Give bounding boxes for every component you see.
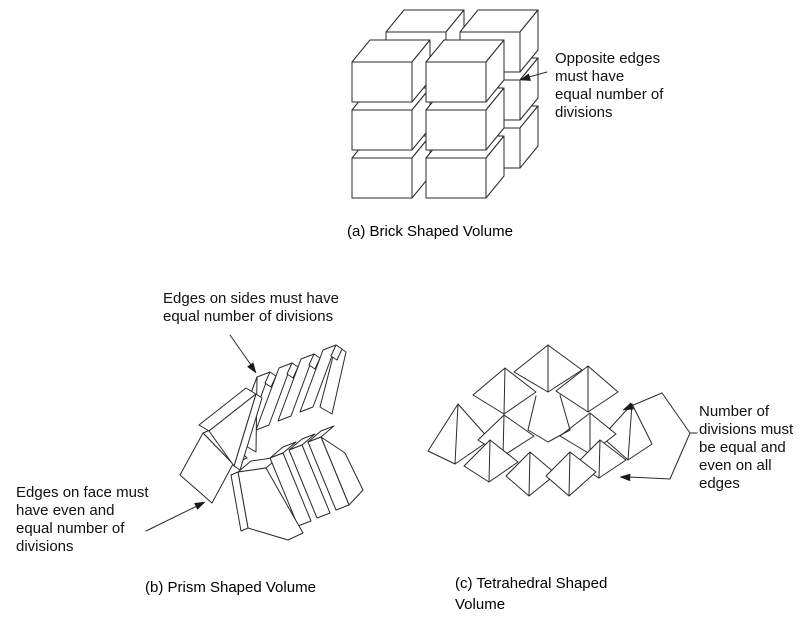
brick-annotation: Opposite edges must have equal number of…	[555, 50, 664, 121]
prism-face-annotation: Edges on face must have even and equal n…	[16, 484, 149, 555]
brick-box-face	[425, 109, 487, 151]
brick-box-face	[351, 61, 413, 103]
tetra-diagram	[427, 344, 698, 497]
arrow-up-right-icon	[194, 501, 206, 510]
arrow-left-icon	[622, 402, 634, 411]
tetra-annotation: Number of divisions must be equal and ev…	[699, 403, 794, 492]
prism-caption: (b) Prism Shaped Volume	[145, 579, 316, 596]
arrow-left-icon	[619, 473, 631, 482]
prism-face-arrow	[145, 501, 206, 532]
prism-sides-arrow	[229, 334, 257, 374]
brick-caption: (a) Brick Shaped Volume	[347, 223, 513, 240]
arrow-down-right-icon	[246, 362, 257, 374]
brick-box-face	[425, 61, 487, 103]
brick-box-face	[425, 157, 487, 199]
tetra-annotation-bracket	[619, 392, 698, 482]
prism-sides-annotation: Edges on sides must have equal number of…	[163, 290, 339, 325]
tetra-caption: (c) Tetrahedral Shaped Volume	[455, 575, 608, 613]
brick-box-face	[351, 109, 413, 151]
brick-box-face	[351, 157, 413, 199]
brick-annotation-arrow	[519, 71, 548, 81]
brick-boxes	[351, 9, 539, 199]
brick-diagram	[351, 9, 548, 199]
arrow-left-icon	[519, 73, 531, 81]
prism-diagram	[145, 334, 364, 541]
